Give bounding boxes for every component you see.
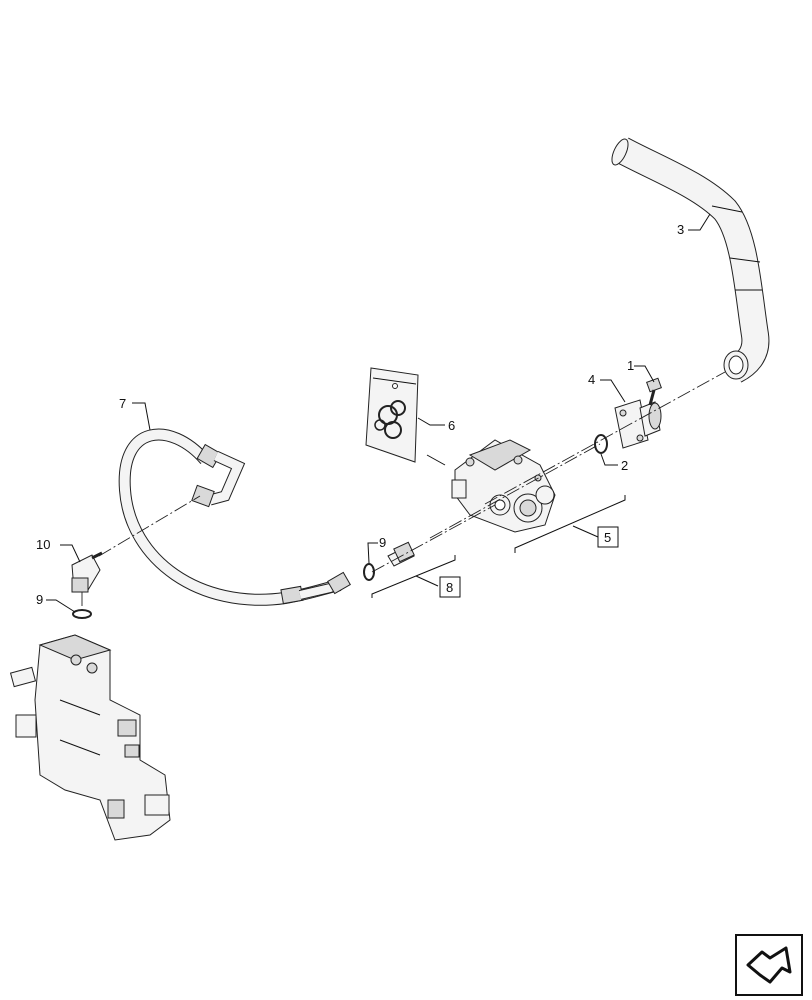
- callout-9-upper: 9: [379, 535, 386, 550]
- callout-5: 5: [604, 530, 611, 545]
- callout-4: 4: [588, 372, 595, 387]
- callout-1: 1: [627, 358, 634, 373]
- bracket-5: [514, 495, 626, 553]
- view-direction-arrow-icon[interactable]: [735, 934, 803, 996]
- straight-fitting: [387, 541, 415, 567]
- callout-9-lower: 9: [36, 592, 43, 607]
- o-ring-9-lower: [72, 609, 92, 619]
- hydraulic-hose: [118, 428, 351, 606]
- hydraulic-pump: [451, 439, 556, 533]
- seal-kit-bag: [365, 367, 419, 463]
- o-ring-9-upper: [363, 563, 375, 581]
- control-valve-block: [9, 634, 171, 841]
- bolt: [646, 377, 662, 406]
- callout-3: 3: [677, 222, 684, 237]
- callout-8: 8: [446, 580, 453, 595]
- bracket-8: [371, 555, 456, 598]
- callout-2: 2: [621, 458, 628, 473]
- leader-lines: [46, 213, 711, 613]
- flange-adapter: [614, 399, 662, 449]
- suction-tube: [611, 137, 770, 383]
- callout-6: 6: [448, 418, 455, 433]
- assembly-center-lines: [81, 371, 726, 612]
- callout-10: 10: [36, 537, 50, 552]
- callout-7: 7: [119, 396, 126, 411]
- callout-box-5: 5: [597, 526, 619, 548]
- o-ring-2: [594, 434, 608, 454]
- elbow-fitting: [71, 551, 103, 593]
- callout-box-8: 8: [439, 576, 461, 598]
